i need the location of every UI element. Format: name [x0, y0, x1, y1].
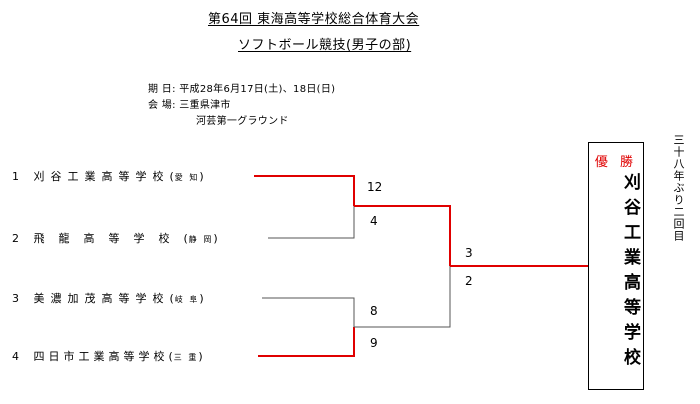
date-label: 期 日: — [148, 84, 176, 95]
team-name: 刈谷工業高等学校 — [33, 170, 170, 183]
venue-value: 三重県津市 — [179, 100, 231, 111]
score-semi1-team1: 12 — [367, 180, 383, 194]
score-semi1-team2: 4 — [370, 214, 378, 228]
bracket-line-semi2-winner — [354, 266, 451, 328]
team-entry-4: 4 四日市工業高等学校(三 重) — [12, 350, 204, 363]
team-prefecture: 静 岡 — [188, 235, 214, 244]
team-number: 1 — [12, 170, 20, 183]
team-entry-1: 1 刈谷工業高等学校(愛 知) — [12, 170, 205, 183]
champion-note: 三十八年ぶり二回目 — [672, 134, 685, 242]
team-prefecture: 三 重 — [173, 353, 199, 362]
score-final-team1: 3 — [465, 246, 473, 260]
venue-row: 会 場: 三重県津市 — [148, 96, 231, 111]
bracket-line-semi1-winner — [354, 205, 451, 266]
team-number: 2 — [12, 232, 20, 245]
team-name: 美濃加茂高等学校 — [33, 292, 170, 305]
champion-label: 優 勝 — [594, 155, 638, 170]
page-title: 第64回 東海高等学校総合体育大会 — [208, 12, 420, 27]
bracket-line-team3 — [262, 297, 355, 327]
team-entry-2: 2 飛龍高等学校(静 岡) — [12, 232, 219, 245]
team-name: 飛龍高等学校 — [33, 232, 184, 245]
venue-detail: 河芸第一グラウンド — [196, 116, 289, 127]
team-number: 4 — [12, 350, 20, 363]
score-final-team4: 2 — [465, 274, 473, 288]
page-subtitle: ソフトボール競技(男子の部) — [238, 38, 412, 53]
team-entry-3: 3 美濃加茂高等学校(岐 阜) — [12, 292, 205, 305]
bracket-line-team2 — [268, 206, 355, 239]
score-semi2-team4: 9 — [370, 336, 378, 350]
team-name: 四日市工業高等学校 — [33, 350, 169, 363]
score-semi2-team3: 8 — [370, 304, 378, 318]
champion-name: 刈谷工業高等学校 — [620, 173, 640, 373]
venue-label: 会 場: — [148, 100, 176, 111]
team-prefecture: 愛 知 — [174, 173, 200, 182]
bracket-line-team1 — [254, 175, 355, 206]
champion-box: 優 勝 刈谷工業高等学校 — [588, 142, 644, 390]
team-number: 3 — [12, 292, 20, 305]
date-row: 期 日: 平成28年6月17日(土)、18日(日) — [148, 80, 335, 95]
team-prefecture: 岐 阜 — [174, 295, 200, 304]
bracket-line-team4 — [258, 327, 355, 357]
date-value: 平成28年6月17日(土)、18日(日) — [179, 84, 336, 95]
